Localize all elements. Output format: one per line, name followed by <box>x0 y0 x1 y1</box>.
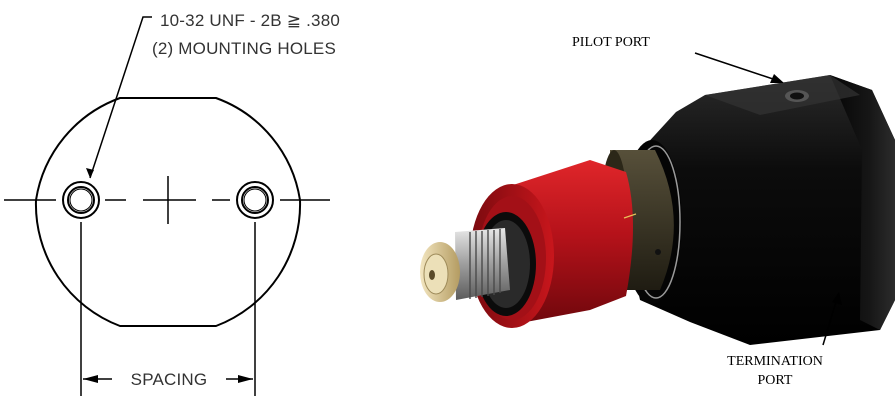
dimension-arrow-right <box>238 375 253 383</box>
flange-outline <box>34 97 302 327</box>
termination-label-line1: TERMINATION <box>727 354 823 369</box>
holes-note: (2) MOUNTING HOLES <box>152 39 336 58</box>
termination-label-line2: PORT <box>758 373 793 388</box>
mounting-hole-right <box>236 181 274 219</box>
dimension-arrow-left <box>83 375 98 383</box>
hole-leader <box>89 16 152 179</box>
callout-arrows <box>694 52 842 346</box>
fitting-threads <box>469 229 501 299</box>
valve-render <box>420 75 895 345</box>
mounting-hole-left <box>62 181 100 219</box>
black-body <box>625 75 895 345</box>
mounting-drawing <box>4 16 330 396</box>
pilot-port-label: PILOT PORT <box>572 35 650 50</box>
spacing-label: SPACING <box>131 370 208 389</box>
thread-note: 10-32 UNF - 2B ≧ .380 <box>160 11 340 30</box>
center-lines <box>4 176 330 224</box>
